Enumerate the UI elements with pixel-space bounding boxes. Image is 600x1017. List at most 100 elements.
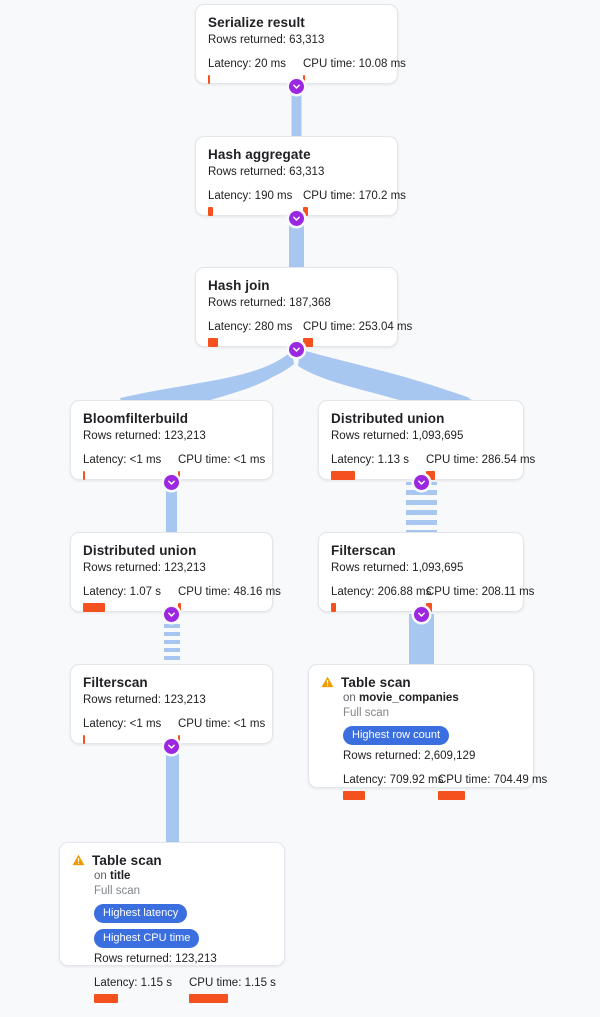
rows-returned: Rows returned: 123,213 bbox=[83, 562, 206, 574]
plan-node-distributed-union-right[interactable]: Distributed union Rows returned: 1,093,6… bbox=[318, 400, 535, 480]
cpu-bar bbox=[178, 471, 180, 480]
plan-node-table-scan-title[interactable]: Table scan on title Full scan Highest la… bbox=[59, 842, 285, 1003]
edge-filterscan-to-tablescan-left bbox=[166, 746, 179, 842]
plan-node-filterscan-left[interactable]: Filterscan Rows returned: 123,213 Latenc… bbox=[70, 664, 273, 744]
plan-node-hash-aggregate[interactable]: Hash aggregate Rows returned: 63,313 Lat… bbox=[195, 136, 406, 216]
warning-triangle-icon bbox=[321, 676, 334, 688]
plan-node-serialize-result[interactable]: Serialize result Rows returned: 63,313 L… bbox=[195, 4, 406, 84]
collapse-toggle-filterscan-right[interactable] bbox=[414, 607, 429, 622]
latency-label: Latency: <1 ms bbox=[83, 454, 162, 466]
latency-bar bbox=[208, 75, 210, 84]
node-metrics: Latency: 709.92 ms CPU time: 704.49 ms bbox=[343, 773, 547, 800]
on-prefix: on bbox=[94, 870, 110, 882]
rows-returned: Rows returned: 123,213 bbox=[83, 430, 206, 442]
badge-highest-latency[interactable]: Highest latency bbox=[94, 904, 188, 923]
table-name: movie_companies bbox=[359, 692, 459, 704]
table-reference: on title bbox=[94, 869, 272, 884]
table-reference: on movie_companies bbox=[343, 691, 521, 706]
cpu-label: CPU time: 253.04 ms bbox=[303, 321, 413, 333]
cpu-label: CPU time: 170.2 ms bbox=[303, 190, 406, 202]
rows-returned: Rows returned: 63,313 bbox=[208, 34, 325, 46]
node-header: Bloomfilterbuild bbox=[83, 410, 260, 427]
latency-label: Latency: <1 ms bbox=[83, 718, 162, 730]
latency-label: Latency: 20 ms bbox=[208, 58, 286, 70]
cpu-metric: CPU time: 253.04 ms bbox=[303, 320, 412, 347]
plan-node-hash-join[interactable]: Hash join Rows returned: 187,368 Latency… bbox=[195, 267, 412, 347]
node-metrics: Latency: 280 ms CPU time: 253.04 ms bbox=[208, 320, 412, 347]
latency-label: Latency: 280 ms bbox=[208, 321, 293, 333]
cpu-bar bbox=[178, 603, 181, 612]
chevron-down-icon bbox=[168, 744, 175, 749]
node-title: Bloomfilterbuild bbox=[83, 411, 189, 426]
collapse-toggle-hash-aggregate[interactable] bbox=[289, 211, 304, 226]
rows-returned: Rows returned: 63,313 bbox=[208, 166, 325, 178]
cpu-bar bbox=[189, 994, 228, 1003]
badge-list: Highest row count bbox=[343, 726, 521, 745]
node-metrics: Latency: 1.13 s CPU time: 286.54 ms bbox=[331, 453, 535, 480]
latency-bar bbox=[208, 207, 213, 216]
latency-bar bbox=[83, 603, 105, 612]
badge-highest-cpu-time[interactable]: Highest CPU time bbox=[94, 929, 200, 948]
latency-label: Latency: 709.92 ms bbox=[343, 774, 444, 786]
plan-node-distributed-union-left[interactable]: Distributed union Rows returned: 123,213… bbox=[70, 532, 281, 612]
collapse-toggle-distributed-union-left[interactable] bbox=[164, 607, 179, 622]
cpu-bar bbox=[303, 207, 308, 216]
latency-metric: Latency: 1.15 s bbox=[94, 976, 189, 1003]
node-metrics: Latency: 1.15 s CPU time: 1.15 s bbox=[94, 976, 276, 1003]
cpu-bar bbox=[426, 603, 432, 612]
latency-metric: Latency: 1.13 s bbox=[331, 453, 426, 480]
node-header: Distributed union bbox=[331, 410, 511, 427]
collapse-toggle-bloomfilterbuild[interactable] bbox=[164, 475, 179, 490]
cpu-bar bbox=[178, 735, 180, 744]
collapse-toggle-distributed-union-right[interactable] bbox=[414, 475, 429, 490]
node-title: Hash aggregate bbox=[208, 147, 311, 162]
plan-node-filterscan-right[interactable]: Filterscan Rows returned: 1,093,695 Late… bbox=[318, 532, 534, 612]
node-title: Table scan bbox=[341, 675, 411, 690]
latency-metric: Latency: 20 ms bbox=[208, 57, 303, 84]
table-name: title bbox=[110, 870, 131, 882]
collapse-toggle-filterscan-left[interactable] bbox=[164, 739, 179, 754]
node-header: Hash join bbox=[208, 277, 385, 294]
cpu-label: CPU time: 704.49 ms bbox=[438, 774, 548, 786]
warning-triangle-icon bbox=[72, 854, 85, 866]
chevron-down-icon bbox=[168, 612, 175, 617]
badge-highest-row-count[interactable]: Highest row count bbox=[343, 726, 450, 745]
cpu-metric: CPU time: 10.08 ms bbox=[303, 57, 406, 84]
node-header: Filterscan bbox=[331, 542, 511, 559]
node-title: Serialize result bbox=[208, 15, 305, 30]
latency-bar bbox=[83, 471, 85, 480]
node-metrics: Latency: <1 ms CPU time: <1 ms bbox=[83, 717, 265, 744]
latency-bar bbox=[83, 735, 85, 744]
latency-label: Latency: 190 ms bbox=[208, 190, 293, 202]
chevron-down-icon bbox=[293, 84, 300, 89]
cpu-label: CPU time: 10.08 ms bbox=[303, 58, 406, 70]
plan-node-bloomfilterbuild[interactable]: Bloomfilterbuild Rows returned: 123,213 … bbox=[70, 400, 273, 480]
latency-label: Latency: 206.88 ms bbox=[331, 586, 432, 598]
plan-node-table-scan-movie-companies[interactable]: Table scan on movie_companies Full scan … bbox=[308, 664, 547, 800]
collapse-toggle-hash-join[interactable] bbox=[289, 342, 304, 357]
cpu-label: CPU time: 48.16 ms bbox=[178, 586, 281, 598]
latency-bar bbox=[94, 994, 118, 1003]
cpu-bar bbox=[303, 75, 305, 84]
latency-label: Latency: 1.15 s bbox=[94, 977, 172, 989]
node-metrics: Latency: 20 ms CPU time: 10.08 ms bbox=[208, 57, 406, 84]
latency-metric: Latency: 280 ms bbox=[208, 320, 303, 347]
node-header: Table scan bbox=[321, 674, 521, 691]
latency-bar bbox=[343, 791, 365, 800]
chevron-down-icon bbox=[293, 347, 300, 352]
latency-bar bbox=[331, 471, 355, 480]
node-header: Table scan bbox=[72, 852, 272, 869]
node-metrics: Latency: <1 ms CPU time: <1 ms bbox=[83, 453, 265, 480]
collapse-toggle-serialize-result[interactable] bbox=[289, 79, 304, 94]
latency-label: Latency: 1.13 s bbox=[331, 454, 409, 466]
on-prefix: on bbox=[343, 692, 359, 704]
node-metrics: Latency: 190 ms CPU time: 170.2 ms bbox=[208, 189, 406, 216]
scan-type: Full scan bbox=[94, 885, 141, 897]
cpu-label: CPU time: <1 ms bbox=[178, 454, 266, 466]
cpu-bar bbox=[438, 791, 465, 800]
cpu-bar bbox=[426, 471, 435, 480]
node-title: Filterscan bbox=[83, 675, 148, 690]
latency-label: Latency: 1.07 s bbox=[83, 586, 161, 598]
latency-bar bbox=[208, 338, 218, 347]
